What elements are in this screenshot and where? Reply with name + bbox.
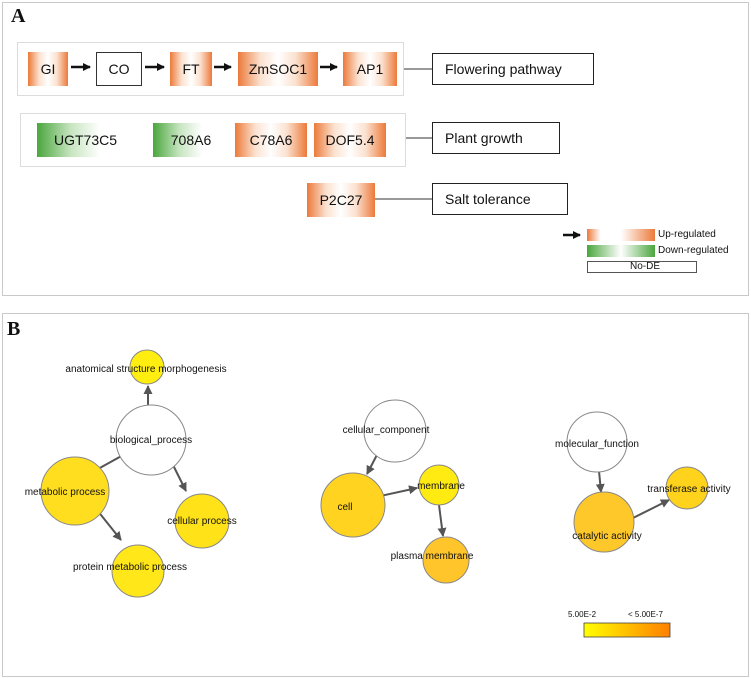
label-cellular-process: cellular process [167, 516, 236, 527]
node-membrane [418, 464, 460, 506]
edge-catalytic-transferase [630, 499, 670, 520]
legend-down-label: Down-regulated [658, 245, 729, 256]
label-catalytic: catalytic activity [572, 531, 641, 542]
edge-mf-catalytic [595, 470, 605, 493]
label-plasma-membrane: plasma membrane [391, 551, 474, 562]
gene-ap1: AP1 [343, 52, 397, 86]
gene-ft: FT [170, 52, 212, 86]
node-catalytic [573, 491, 635, 553]
gene-p2c27: P2C27 [307, 183, 375, 217]
gene-708a6: 708A6 [153, 123, 229, 157]
gene-c78a6: C78A6 [235, 123, 307, 157]
scale-high-label: < 5.00E-7 [628, 610, 663, 619]
scale-low-label: 5.00E-2 [568, 610, 597, 619]
label-protein-metabolic: protein metabolic process [73, 562, 187, 573]
gene-co: CO [96, 52, 142, 86]
node-transferase [665, 466, 709, 510]
panel-a-connectors [71, 63, 581, 239]
node-plasma-membrane [422, 536, 470, 584]
node-anatomical [129, 349, 165, 385]
node-molecular-function [566, 411, 628, 473]
label-transferase: transferase activity [647, 484, 730, 495]
legend-down-swatch-right [621, 245, 655, 257]
edge-metabolic-protein [96, 509, 122, 541]
gene-dof54: DOF5.4 [314, 123, 386, 157]
gene-gi: GI [28, 52, 68, 86]
node-cell [320, 472, 386, 538]
category-flowering-pathway: Flowering pathway [432, 53, 594, 85]
category-salt-tolerance: Salt tolerance [432, 183, 568, 215]
label-membrane: membrane [417, 481, 465, 492]
legend-up-swatch-right [621, 229, 655, 241]
node-metabolic [40, 456, 110, 526]
flowering-gene-group: GI CO FT ZmSOC1 AP1 [17, 42, 404, 96]
label-anatomical: anatomical structure morphogenesis [65, 364, 226, 375]
category-plant-growth: Plant growth [432, 122, 560, 154]
legend-down-swatch-left [587, 245, 621, 257]
legend-nodeg-swatch [587, 261, 697, 273]
node-cellular-component [363, 399, 427, 463]
gene-zmsoc1: ZmSOC1 [238, 52, 318, 86]
edge-membrane-plasma [437, 504, 447, 537]
node-cellular-process [174, 493, 230, 549]
label-molecular-function: molecular_function [555, 439, 639, 450]
gene-ugt73c5: UGT73C5 [37, 123, 134, 157]
go-network: anatomical structure morphogenesis biolo… [25, 349, 731, 638]
label-cellular-component: cellular_component [343, 425, 430, 436]
panel-b: B an [2, 313, 749, 677]
panel-a: A GI CO FT ZmSOC1 AP1 UGT73C5 708A6 C78A… [2, 2, 749, 296]
significance-color-scale [583, 622, 671, 638]
label-cell: cell [337, 502, 352, 513]
legend-up-swatch-left [587, 229, 621, 241]
panel-a-label: A [11, 5, 26, 27]
legend-up-label: Up-regulated [658, 229, 716, 240]
label-biological-process: biological_process [110, 435, 192, 446]
label-metabolic: metabolic process [25, 487, 106, 498]
panel-b-label: B [7, 318, 21, 340]
growth-gene-group: UGT73C5 708A6 C78A6 DOF5.4 [20, 113, 406, 167]
node-protein-metabolic [111, 544, 165, 598]
legend-nodeg-label: No-DE [630, 261, 661, 272]
node-biological-process [115, 404, 187, 476]
